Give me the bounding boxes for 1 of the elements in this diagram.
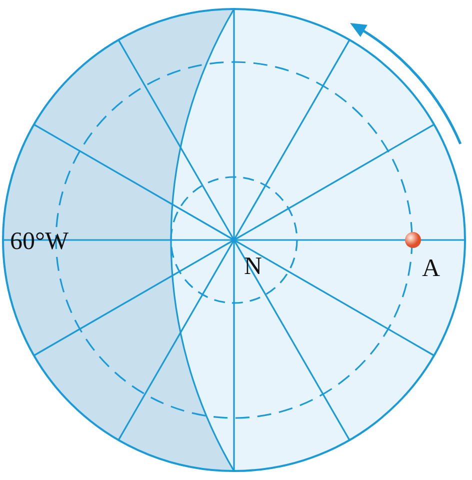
point-label: A: [422, 256, 440, 281]
